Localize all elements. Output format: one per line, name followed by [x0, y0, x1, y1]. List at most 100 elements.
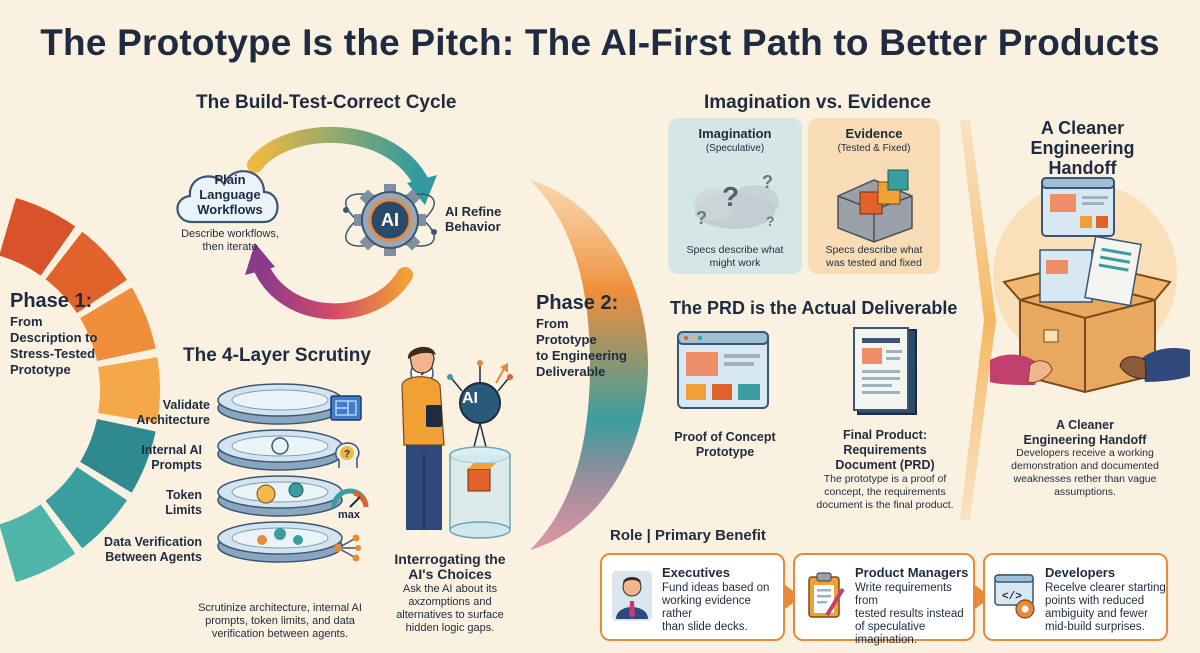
handoff-desc-line: demonstration and documented — [1011, 460, 1159, 472]
layer-emblem — [256, 484, 276, 504]
scrutiny-caption-line: verification between agents. — [211, 628, 349, 640]
handoff-title-line: A Cleaner — [1040, 118, 1125, 138]
executive-avatar-icon — [612, 571, 652, 621]
fog-question-icon: ? ? ? ? — [693, 172, 779, 229]
interrogate-title-line: Interrogating the — [394, 551, 506, 567]
layer-label: Token — [166, 488, 202, 502]
handoff-desc-line: assumptions. — [1054, 486, 1116, 498]
cycle-arrows — [245, 126, 437, 320]
cloud-label-line: Workflows — [197, 202, 263, 217]
document-book-icon — [853, 327, 917, 415]
role-desc-line: Fund ideas based on — [662, 582, 770, 594]
poc-label-line: Prototype — [695, 445, 755, 459]
layer-disc — [217, 429, 343, 471]
cloud-label-line: Plain — [214, 172, 246, 187]
phase2-line: to Engineering — [536, 348, 627, 363]
phase1-heading: Phase 1: — [10, 290, 93, 312]
role-card-developers: </> Developers Recelve clearer starting … — [983, 553, 1168, 641]
cloud-icon — [176, 170, 279, 224]
role-desc-line: than slide decks. — [662, 621, 748, 633]
ring-segment — [45, 467, 127, 549]
scrutiny-caption-line: Scrutinize architecture, internal AI — [198, 602, 362, 614]
phase2-line: Deliverable — [536, 364, 606, 379]
cycle-title: The Build-Test-Correct Cycle — [196, 92, 457, 113]
phase2-heading: Phase 2: — [536, 292, 619, 314]
cloud-label-line: Language — [199, 187, 261, 202]
evidence-card-title: Evidence — [845, 126, 903, 141]
layer-disc — [217, 475, 343, 517]
ring-segment — [98, 357, 160, 423]
role-desc-line: tested results instead — [855, 608, 964, 620]
final-desc-line: concept, the requirements — [824, 486, 946, 498]
browser-window-icon — [677, 331, 769, 409]
scrutiny-title: The 4-Layer Scrutiny — [183, 345, 371, 366]
final-label-line: Requirements — [843, 443, 927, 457]
role-name: Product Managers — [855, 565, 969, 580]
handoff-subtitle-line: Engineering Handoff — [1023, 433, 1147, 447]
layer-label: Architecture — [136, 413, 210, 427]
roles-header: Role | Primary Benefit — [610, 527, 766, 544]
svg-text:?: ? — [696, 208, 707, 228]
handoff-box-illustration — [990, 177, 1190, 394]
refine-label-line: AI Refine — [445, 204, 502, 219]
svg-text:?: ? — [722, 181, 739, 212]
code-window-icon: </> — [994, 574, 1035, 619]
layer-emblem — [271, 437, 289, 455]
svg-text:</>: </> — [1002, 591, 1022, 603]
ring-segment — [80, 287, 156, 361]
interrogate-body-line: axzomptions and — [408, 596, 492, 608]
evidence-card: Evidence (Tested & Fixed) Specs describe… — [808, 118, 940, 274]
layer-emblem — [288, 482, 304, 498]
phase1-line: Description to — [10, 330, 98, 345]
layer-emblem — [293, 535, 303, 545]
role-desc-line: ambiguity and fewer — [1045, 608, 1148, 620]
imagination-title: Imagination vs. Evidence — [704, 92, 932, 113]
svg-text:?: ? — [344, 449, 350, 460]
phase1-line: Prototype — [10, 362, 71, 377]
blueprint-icon — [330, 395, 362, 421]
role-desc-line: working evidence rather — [662, 595, 751, 620]
role-desc-line: Write requirements from — [855, 582, 952, 607]
imagination-desc-line: might work — [709, 257, 761, 269]
phase2-arc — [530, 180, 648, 550]
layer-label: Prompts — [151, 458, 202, 472]
role-desc-line: points with reduced — [1045, 595, 1145, 607]
ring-segment — [80, 419, 156, 493]
phase1-ring — [0, 197, 160, 583]
interrogate-body-line: hidden logic gaps. — [405, 622, 495, 634]
flow-chevron — [960, 120, 996, 520]
handoff-title-line: Engineering Handoff — [1030, 138, 1135, 178]
role-name: Developers — [1045, 565, 1116, 580]
role-desc-line: of speculative — [855, 621, 926, 633]
cloud-caption-line: then iterate — [202, 241, 258, 253]
evidence-card-sub: (Tested & Fixed) — [837, 143, 911, 154]
phase2-line: Prototype — [536, 332, 597, 347]
svg-text:?: ? — [766, 213, 775, 229]
phase1-line: Stress-Tested — [10, 346, 96, 361]
layer-emblem — [257, 535, 267, 545]
layer-label: Between Agents — [105, 550, 202, 564]
final-label-line: Document (PRD) — [835, 458, 935, 472]
ai-badge-text: AI — [462, 390, 478, 407]
imagination-desc-line: Specs describe what — [686, 244, 784, 256]
gauge-max-label: max — [338, 509, 361, 521]
imagination-card: Imagination (Speculative) ? ? ? ? Specs … — [668, 118, 802, 274]
scrutiny-caption-line: prompts, token limits, and data — [205, 615, 355, 627]
network-icon — [334, 534, 361, 562]
layer-emblem — [274, 528, 286, 540]
person-with-ai-illustration: ? — [401, 346, 513, 539]
phase1-block: Phase 1: From Description to Stress-Test… — [10, 290, 150, 378]
ring-segment — [45, 231, 127, 313]
phase2-block: Phase 2: From Prototype to Engineering D… — [536, 292, 646, 380]
imagination-card-sub: (Speculative) — [705, 143, 765, 154]
interrogate-body-line: Ask the AI about its — [402, 583, 498, 595]
role-card-product-managers: Product Managers Write requirements from… — [793, 553, 975, 646]
role-name: Executives — [662, 565, 730, 580]
layer-stack — [217, 383, 343, 563]
handoff-desc-line: weaknesses rether than vague — [1013, 473, 1157, 485]
layer-label: Validate — [162, 398, 210, 412]
layer-disc — [217, 383, 343, 425]
layer-label: Internal AI — [141, 443, 202, 457]
final-desc-line: The prototype is a proof of — [823, 473, 947, 485]
imagination-card-title: Imagination — [698, 126, 772, 141]
